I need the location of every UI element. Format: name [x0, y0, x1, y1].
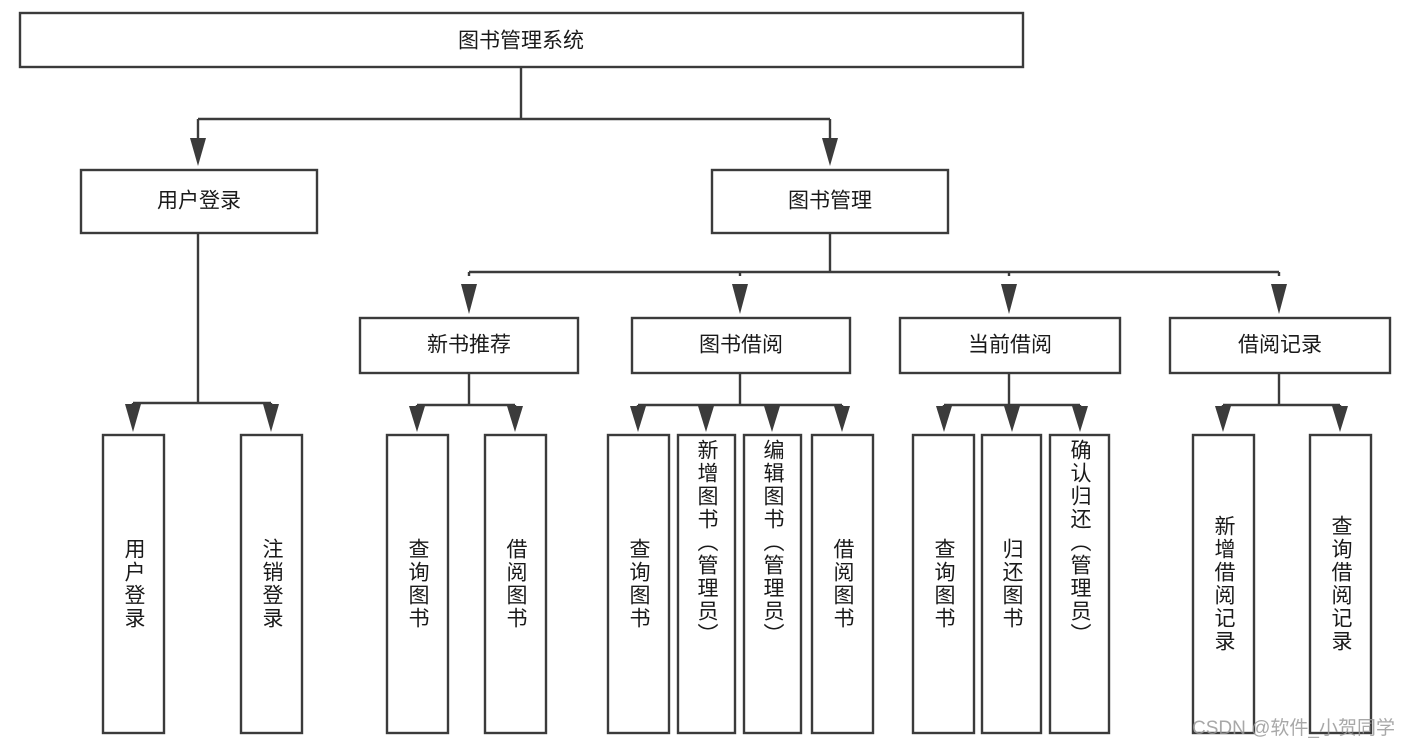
arrow-to-user-login	[190, 138, 206, 166]
connector-root-bus	[196, 67, 832, 140]
leafbox-edit-book[interactable]	[742, 433, 803, 735]
node-root[interactable]	[18, 11, 1025, 69]
label-current-borrow: 当前借阅	[968, 334, 1052, 357]
connector-current-borrow-bus	[942, 373, 1082, 408]
arrow-to-book-manage	[822, 138, 838, 166]
arrow-leaf-query-book-3	[936, 406, 952, 432]
leafbox-add-record[interactable]	[1191, 433, 1256, 735]
node-new-book-recommend[interactable]	[358, 316, 580, 375]
leafbox-add-book[interactable]	[676, 433, 737, 735]
leafbox-return-book[interactable]	[980, 433, 1043, 735]
leafbox-query-record[interactable]	[1308, 433, 1373, 735]
leafbox-query-book-3[interactable]	[911, 433, 976, 735]
arrow-leaf-add-record	[1215, 406, 1231, 432]
arrow-to-book-borrow	[732, 284, 748, 314]
arrow-leaf-query-book-1	[409, 406, 425, 432]
leafbox-confirm-return[interactable]	[1048, 433, 1111, 735]
arrow-to-current-borrow	[1001, 284, 1017, 314]
label-borrow-record: 借阅记录	[1238, 334, 1322, 357]
arrow-leaf-return-book	[1004, 406, 1020, 432]
label-book-borrow: 图书借阅	[699, 334, 783, 357]
connector-new-book-bus	[415, 373, 517, 408]
arrow-to-borrow-record	[1271, 284, 1287, 314]
connector-borrow-record-bus	[1221, 373, 1342, 408]
leafbox-user-login[interactable]	[101, 433, 166, 735]
connector-book-borrow-bus	[636, 373, 844, 408]
arrow-to-leaf-logout	[263, 404, 279, 432]
arrow-leaf-borrow-book-1	[507, 406, 523, 432]
label-root: 图书管理系统	[458, 30, 584, 53]
connector-book-manage-bus	[467, 233, 1281, 276]
leafbox-borrow-book-2[interactable]	[810, 433, 875, 735]
leafbox-logout[interactable]	[239, 433, 304, 735]
leafbox-query-book-2[interactable]	[606, 433, 671, 735]
label-new-book-recommend: 新书推荐	[427, 334, 511, 357]
label-book-manage: 图书管理	[788, 190, 872, 213]
node-current-borrow[interactable]	[898, 316, 1122, 375]
arrow-leaf-add-book	[698, 406, 714, 432]
arrow-leaf-edit-book	[764, 406, 780, 432]
arrow-leaf-borrow-book-2	[834, 406, 850, 432]
arrow-to-new-book-rec	[461, 284, 477, 314]
arrow-leaf-confirm-return	[1072, 406, 1088, 432]
arrow-leaf-query-book-2	[630, 406, 646, 432]
arrow-leaf-query-record	[1332, 406, 1348, 432]
arrow-to-leaf-user-login	[125, 404, 141, 432]
label-user-login: 用户登录	[157, 190, 241, 213]
node-user-login[interactable]	[79, 168, 319, 235]
connector-user-login-bus	[131, 233, 273, 406]
csdn-watermark: CSDN @软件_小贺同学	[1192, 718, 1395, 739]
leafbox-query-book-1[interactable]	[385, 433, 450, 735]
leafbox-borrow-book-1[interactable]	[483, 433, 548, 735]
